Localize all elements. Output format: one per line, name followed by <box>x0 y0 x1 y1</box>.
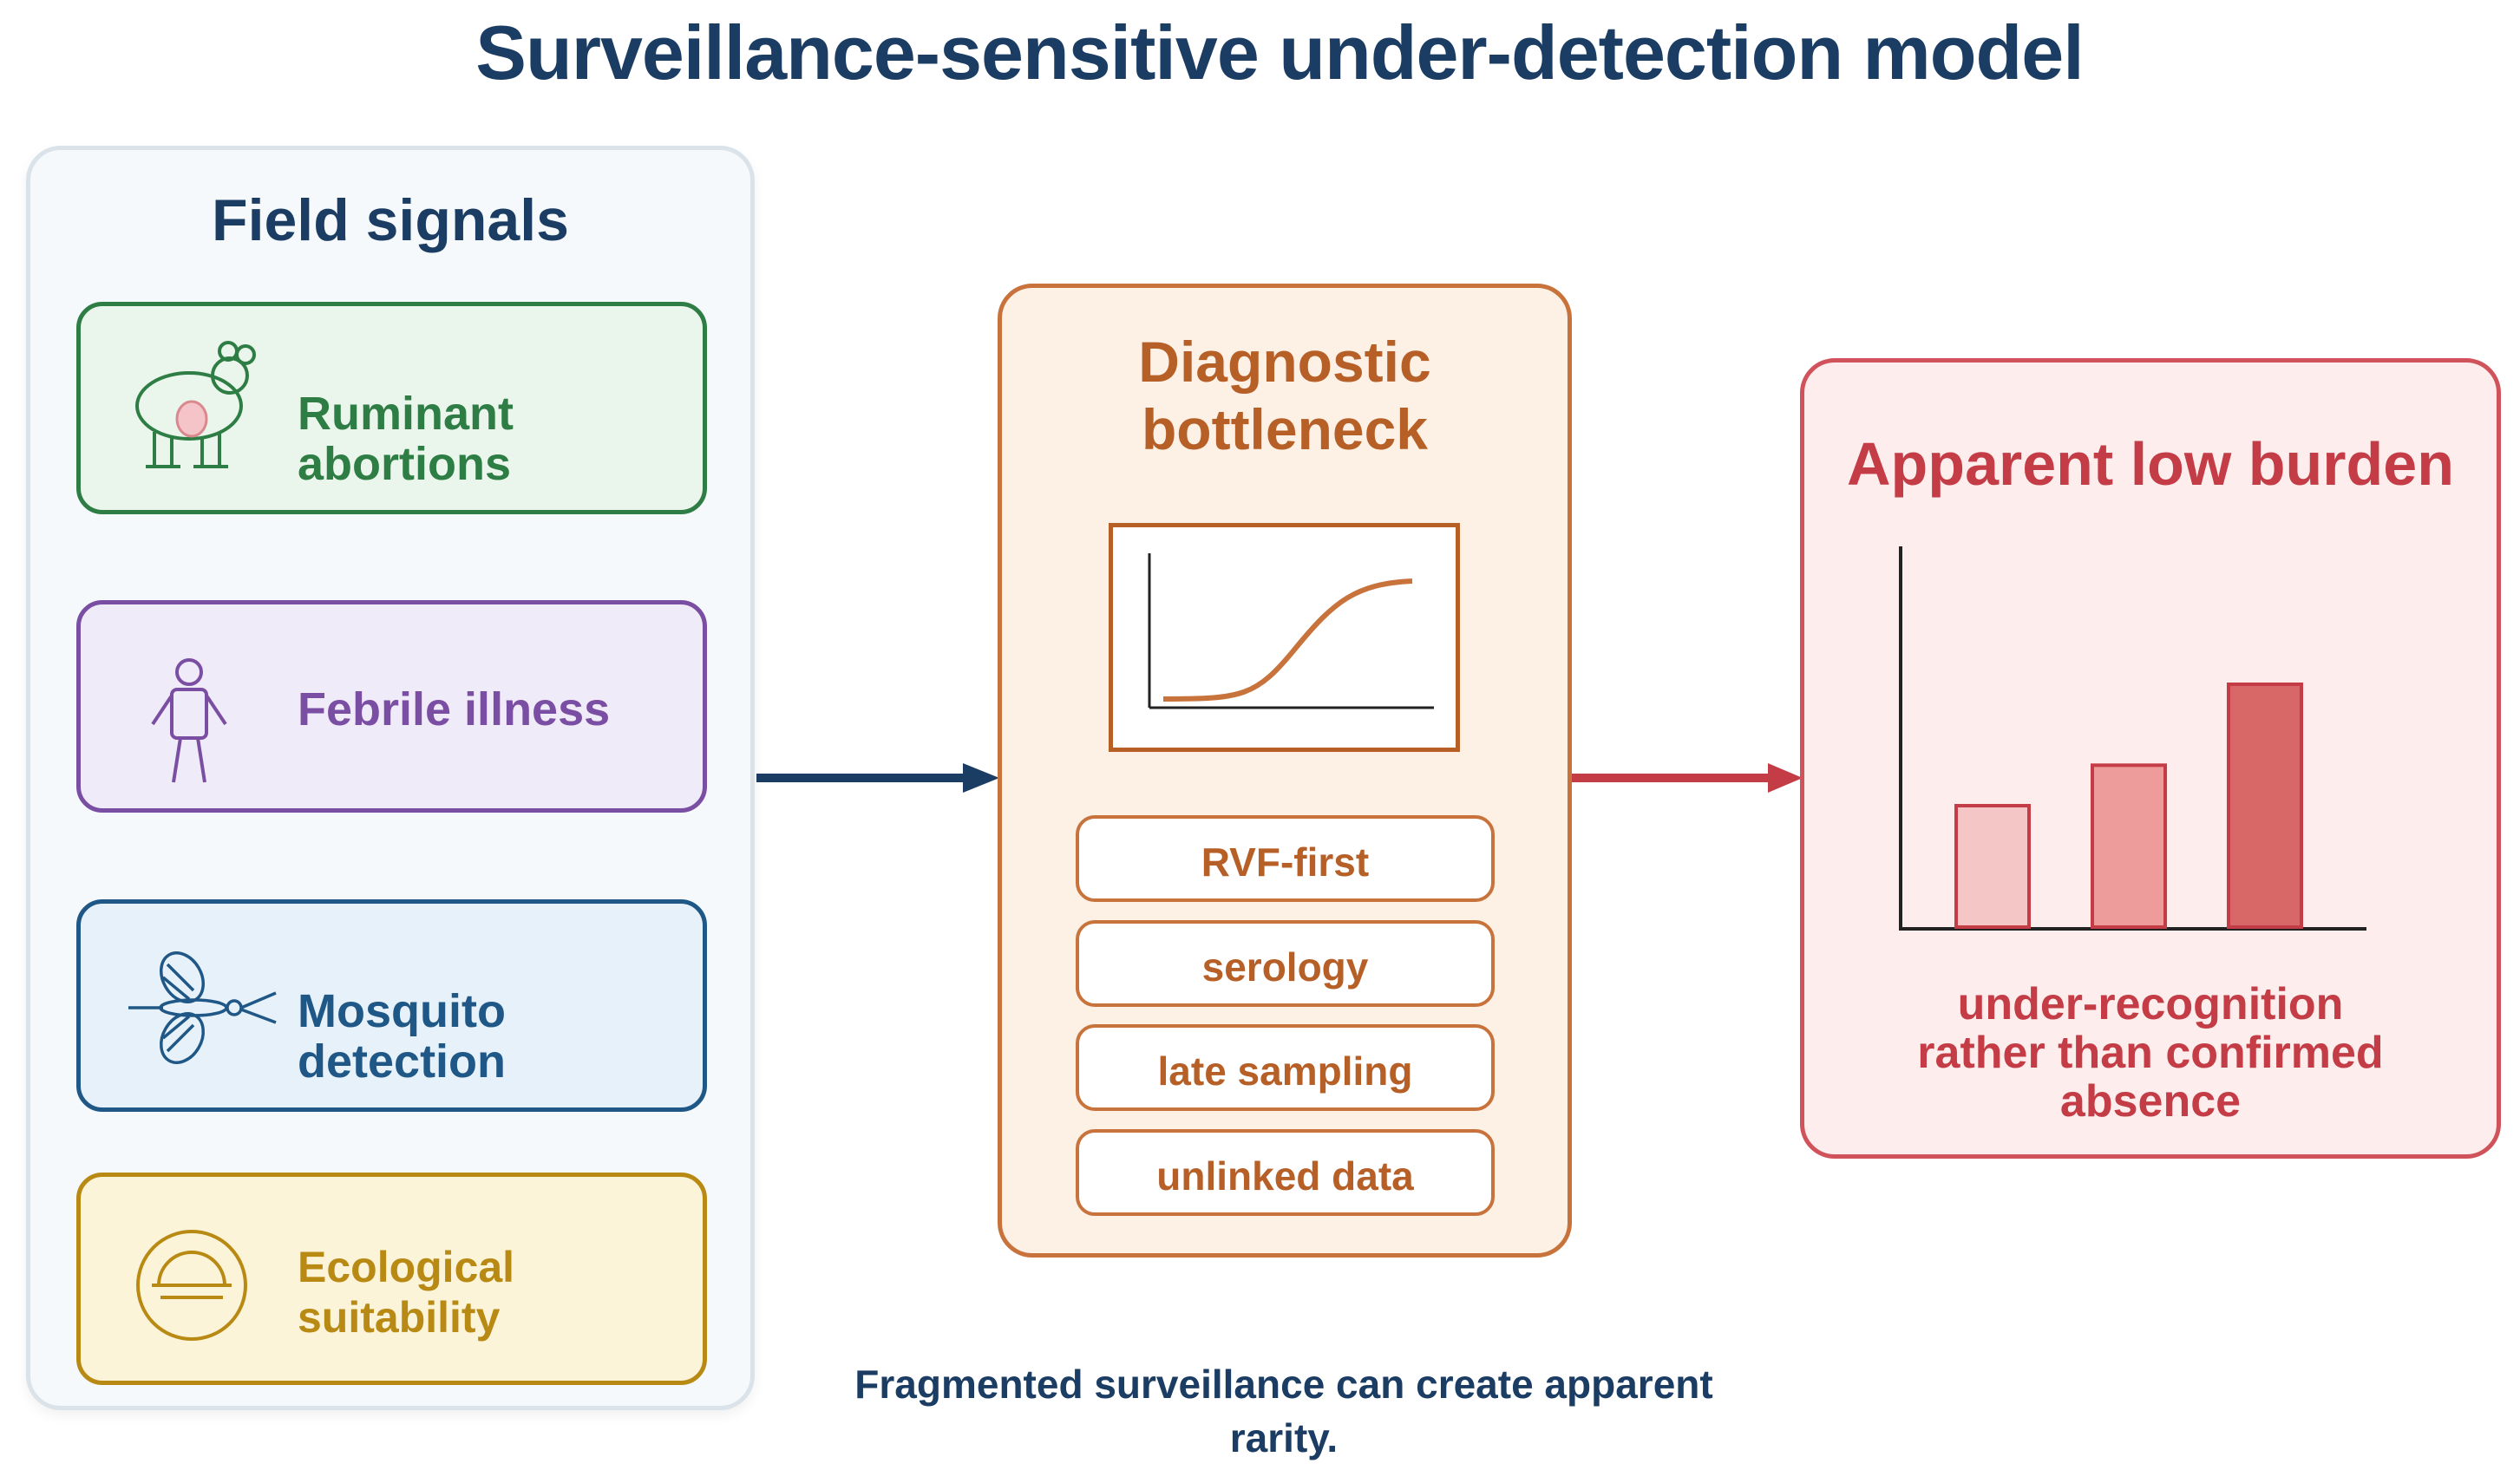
card-ruminant-abortions: Ruminant abortions <box>76 302 707 514</box>
card-label-line1: Ruminant <box>298 388 514 440</box>
outcome-caption-line1: under-recognition <box>1957 979 2344 1029</box>
bottleneck-heading-line2: bottleneck <box>1141 397 1429 461</box>
arrow-to-outcome <box>1572 763 1803 793</box>
card-label-line1: Mosquito <box>298 985 506 1037</box>
bottleneck-heading: Diagnostic bottleneck <box>998 328 1572 463</box>
apparent-low-burden-panel <box>1800 358 2501 1159</box>
person-icon <box>151 658 227 783</box>
bottleneck-item: unlinked data <box>1076 1129 1495 1216</box>
outcome-caption: under-recognition rather than confirmed … <box>1800 980 2501 1126</box>
ruminant-icon <box>135 341 256 468</box>
bottleneck-item: RVF-first <box>1076 815 1495 902</box>
bottleneck-heading-line1: Diagnostic <box>1138 330 1431 394</box>
arrow-to-bottleneck <box>756 763 999 793</box>
outcome-caption-line3: absence <box>2059 1076 2242 1127</box>
bottleneck-item: serology <box>1076 920 1495 1007</box>
card-label-line1: Ecological <box>298 1243 515 1291</box>
burden-bar-chart <box>1899 546 2366 931</box>
burden-bar-2 <box>2091 763 2167 930</box>
sigmoid-curve-icon <box>1148 553 1434 709</box>
card-label-line2: detection <box>298 1035 507 1088</box>
card-label-line2: suitability <box>298 1293 501 1342</box>
footer-line2: rarity. <box>1229 1415 1339 1460</box>
card-ecological-suitability: Ecological suitability <box>76 1173 707 1385</box>
outcome-caption-line2: rather than confirmed <box>1917 1028 2384 1078</box>
bottleneck-item: late sampling <box>1076 1024 1495 1111</box>
burden-bar-3 <box>2227 683 2303 929</box>
mosquito-icon <box>128 951 277 1064</box>
burden-bar-1 <box>1954 804 2031 929</box>
card-label-line1: Febrile illness <box>298 683 611 735</box>
ecology-icon <box>136 1230 247 1341</box>
field-signals-heading: Field signals <box>212 187 569 253</box>
footer-note: Fragmented surveillance can create appar… <box>807 1357 1761 1465</box>
sigmoid-curve-box <box>1109 523 1460 752</box>
page-title: Surveillance-sensitive under-detection m… <box>475 10 2084 95</box>
footer-line1: Fragmented surveillance can create appar… <box>854 1362 1713 1407</box>
outcome-heading: Apparent low burden <box>1847 430 2454 498</box>
card-mosquito-detection: Mosquito detection <box>76 899 707 1112</box>
card-febrile-illness: Febrile illness <box>76 600 707 813</box>
card-label-line2: abortions <box>298 438 512 490</box>
